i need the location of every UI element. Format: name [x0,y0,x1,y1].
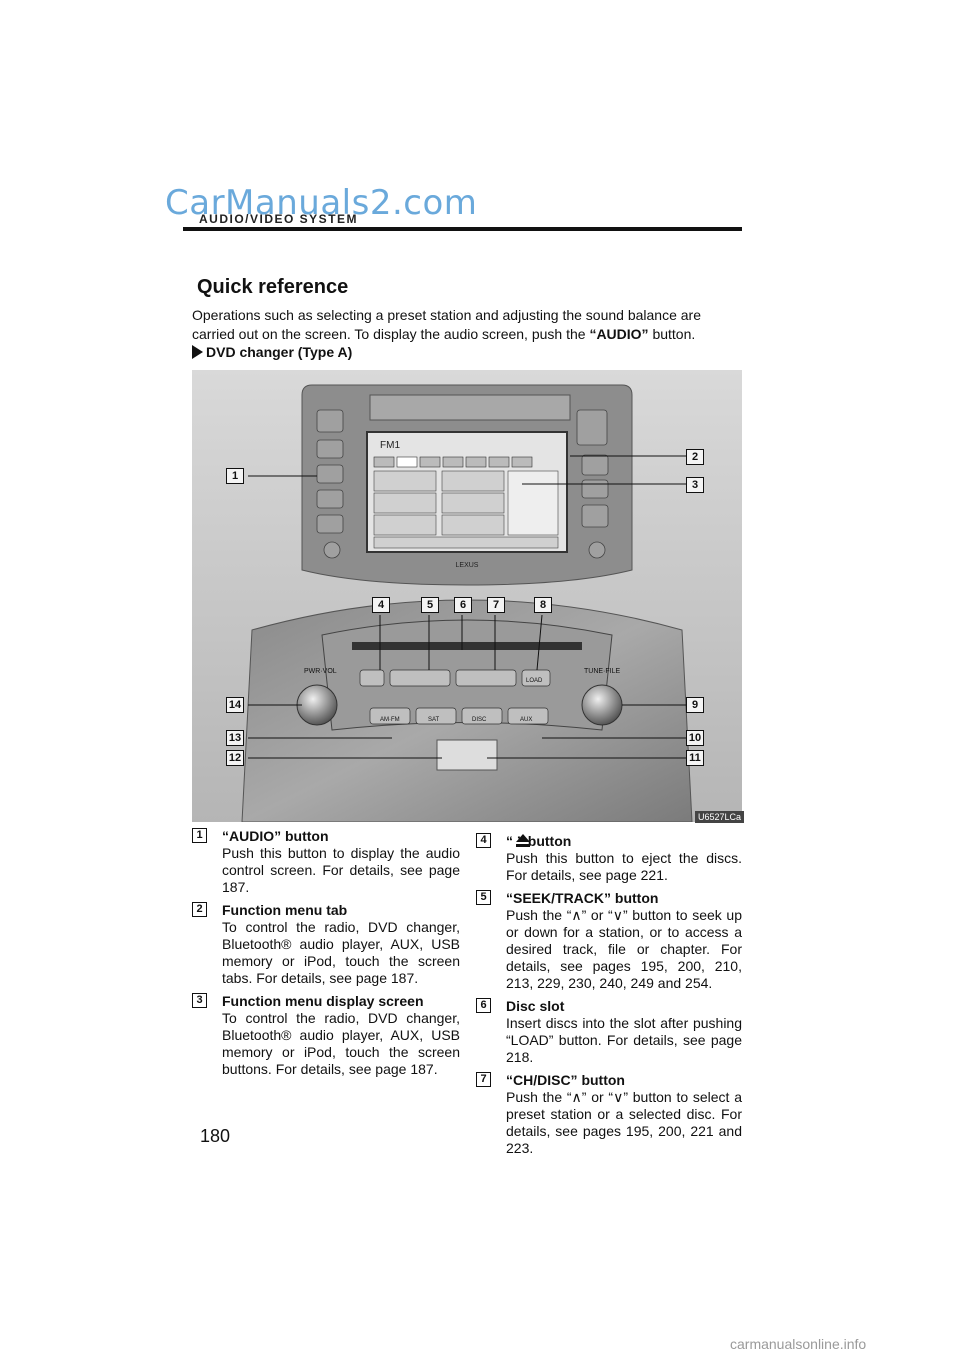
item-7: 7 “CH/DISC” button Push the “∧” or “∨” b… [476,1072,742,1157]
item-desc: Push the “∧” or “∨” button to seek up or… [506,907,742,991]
item-title: “AUDIO” button [222,828,329,844]
item-6: 6 Disc slot Insert discs into the slot a… [476,998,742,1066]
section-title: AUDIO/VIDEO SYSTEM [199,212,359,226]
item-desc: Push this button to display the audio co… [222,845,460,895]
item-number: 7 [476,1072,491,1087]
callout-2: 2 [686,449,704,465]
item-desc: Push this button to eject the discs. For… [506,850,742,883]
item-3: 3 Function menu display screen To contro… [192,993,460,1078]
callout-9: 9 [686,697,704,713]
item-title: “ ” button [506,833,742,850]
item-title: “SEEK/TRACK” button [506,890,659,906]
callout-11: 11 [686,750,704,766]
items-right-column: 4 “ ” button Push this button to eject t… [476,833,742,1157]
screen-tabs [373,456,533,468]
callout-6: 6 [454,597,472,613]
svg-text:PWR·VOL: PWR·VOL [304,668,337,675]
audio-panel-figure: FM1 LEXUS [192,370,742,822]
callout-14: 14 [226,697,244,713]
callout-10: 10 [686,730,704,746]
item-5: 5 “SEEK/TRACK” button Push the “∧” or “∨… [476,890,742,992]
svg-text:AUX: AUX [520,717,532,723]
item-number: 6 [476,998,491,1013]
item-4: 4 “ ” button Push this button to eject t… [476,833,742,884]
watermark-logo: CarManuals2.com [165,183,478,223]
pwr-vol-knob [296,684,338,726]
callout-8: 8 [534,597,552,613]
callout-3: 3 [686,477,704,493]
intro-paragraph: Operations such as selecting a preset st… [192,307,701,342]
item-desc: To control the radio, DVD changer, Bluet… [222,1010,460,1077]
screen-band-label: FM1 [380,440,400,451]
item-number: 2 [192,902,207,917]
item-number: 1 [192,828,207,843]
svg-text:SAT: SAT [428,717,440,723]
callout-7: 7 [487,597,505,613]
screen-preset-buttons [373,470,559,549]
svg-text:LEXUS: LEXUS [456,562,479,569]
triangle-bullet-icon [192,345,203,359]
callout-12: 12 [226,750,244,766]
footer-watermark: carmanualsonline.info [730,1336,867,1352]
audio-panel-illustration: FM1 LEXUS [192,370,742,822]
item-title: Disc slot [506,998,565,1014]
item-title: Function menu display screen [222,993,424,1009]
item-2: 2 Function menu tab To control the radio… [192,902,460,987]
item-desc: Insert discs into the slot after pushing… [506,1015,742,1065]
svg-text:DISC: DISC [472,717,487,723]
figure-code: U6527LCa [695,811,745,823]
callout-5: 5 [421,597,439,613]
item-number: 5 [476,890,491,905]
items-left-column: 1 “AUDIO” button Push this button to dis… [192,828,460,1078]
item-number: 3 [192,993,207,1008]
header-rule [183,227,742,231]
item-desc: To control the radio, DVD changer, Bluet… [222,919,460,986]
item-title: “CH/DISC” button [506,1072,625,1088]
subheading: DVD changer (Type A) [192,344,352,360]
tune-file-knob [581,684,623,726]
svg-text:TUNE·FILE: TUNE·FILE [584,668,621,675]
item-1: 1 “AUDIO” button Push this button to dis… [192,828,460,896]
callout-4: 4 [372,597,390,613]
item-title: Function menu tab [222,902,348,918]
item-number: 4 [476,833,491,848]
page-heading: Quick reference [197,276,349,298]
svg-text:AM·FM: AM·FM [380,717,400,723]
page-number: 180 [200,1126,231,1146]
eject-icon [515,833,531,852]
item-desc: Push the “∧” or “∨” button to select a p… [506,1089,742,1156]
svg-text:LOAD: LOAD [526,678,543,684]
callout-13: 13 [226,730,244,746]
callout-1: 1 [226,468,244,484]
